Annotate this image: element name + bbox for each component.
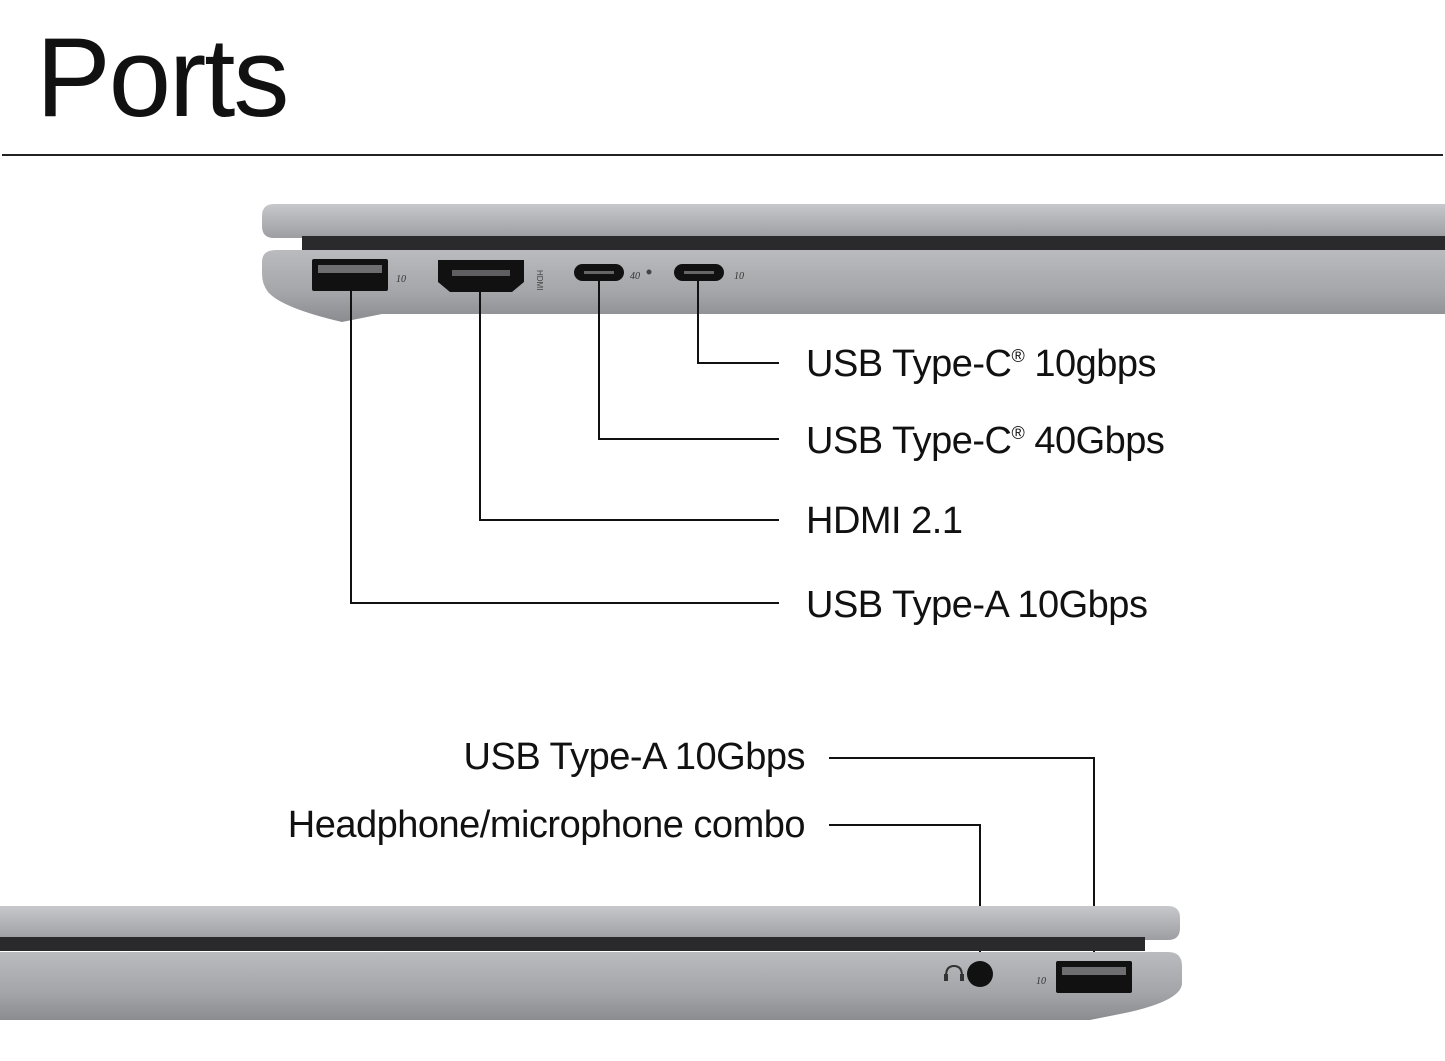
laptop-right-side-view: 10 bbox=[0, 906, 1182, 1020]
speed-badge-10: 10 bbox=[1036, 976, 1046, 987]
callout-usba-right-horizontal bbox=[829, 757, 1095, 759]
callout-hdmi-vertical bbox=[479, 290, 481, 521]
label-usb-c-40gbps: USB Type-C® 40Gbps bbox=[806, 420, 1165, 462]
callout-audio-vertical bbox=[979, 824, 981, 974]
callout-usba-right-vertical bbox=[1093, 757, 1095, 965]
callout-usbc10-horizontal bbox=[697, 362, 779, 364]
speed-badge-10: 10 bbox=[396, 274, 406, 285]
audio-jack-icon bbox=[967, 961, 993, 987]
label-hdmi: HDMI 2.1 bbox=[806, 500, 963, 542]
callout-usba-horizontal bbox=[350, 602, 779, 604]
callout-audio-horizontal bbox=[829, 824, 981, 826]
label-usb-a-left: USB Type-A 10Gbps bbox=[806, 584, 1148, 626]
callout-usba-vertical bbox=[350, 290, 352, 604]
callout-usbc10-vertical bbox=[697, 280, 699, 364]
callout-usbc40-horizontal bbox=[598, 438, 779, 440]
title-divider bbox=[2, 154, 1443, 156]
callout-hdmi-horizontal bbox=[479, 519, 779, 521]
usb-a-port-icon bbox=[312, 259, 388, 291]
speed-badge-40: 40 bbox=[630, 271, 640, 282]
speed-badge-10: 10 bbox=[734, 271, 744, 282]
page-title: Ports bbox=[36, 15, 289, 140]
svg-text:HDMI: HDMI bbox=[535, 270, 544, 290]
headphone-icon bbox=[944, 964, 964, 981]
label-audio-combo: Headphone/microphone combo bbox=[287, 804, 806, 846]
label-usb-a-right: USB Type-A 10Gbps bbox=[463, 736, 806, 778]
callout-usbc40-vertical bbox=[598, 280, 600, 440]
laptop-left-side-view: 10 HDMI 40 10 bbox=[262, 204, 1445, 322]
label-usb-c-10gbps: USB Type-C® 10gbps bbox=[806, 343, 1156, 385]
usb-a-port-icon bbox=[1056, 961, 1132, 993]
